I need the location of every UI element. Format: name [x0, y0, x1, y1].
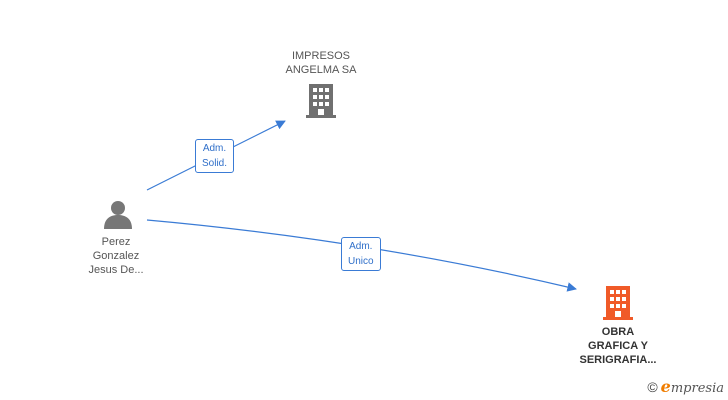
building-icon[interactable] — [603, 286, 633, 320]
person-icon[interactable] — [103, 199, 133, 229]
edge-label-adm-solid[interactable]: Adm. Solid. — [195, 139, 235, 173]
edge-label-adm-unico[interactable]: Adm. Unico — [341, 237, 381, 271]
brand-watermark: © empresia — [647, 377, 724, 396]
empresia-logo: empresia — [660, 377, 724, 396]
copyright-symbol: © — [647, 378, 658, 395]
company-impresos-label[interactable]: IMPRESOS ANGELMA SA — [285, 50, 357, 76]
company-obra-label[interactable]: OBRA GRAFICA Y SERIGRAFIA... — [579, 326, 657, 366]
person-name-label[interactable]: Perez Gonzalez Jesus De... — [88, 236, 144, 276]
building-icon[interactable] — [306, 84, 336, 118]
